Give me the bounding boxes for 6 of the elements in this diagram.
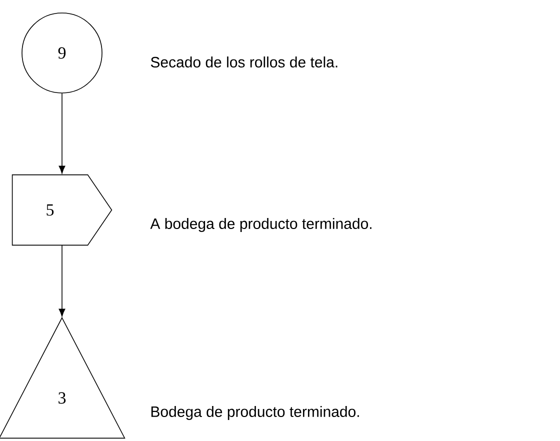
step-description: Secado de los rollos de tela. [150, 56, 338, 68]
transport-pentagon: 5 [12, 174, 112, 246]
step-description: Bodega de producto terminado. [151, 406, 359, 420]
step-description: A bodega de producto terminado. [150, 218, 372, 232]
arrow [58, 244, 66, 317]
arrow [58, 93, 66, 174]
